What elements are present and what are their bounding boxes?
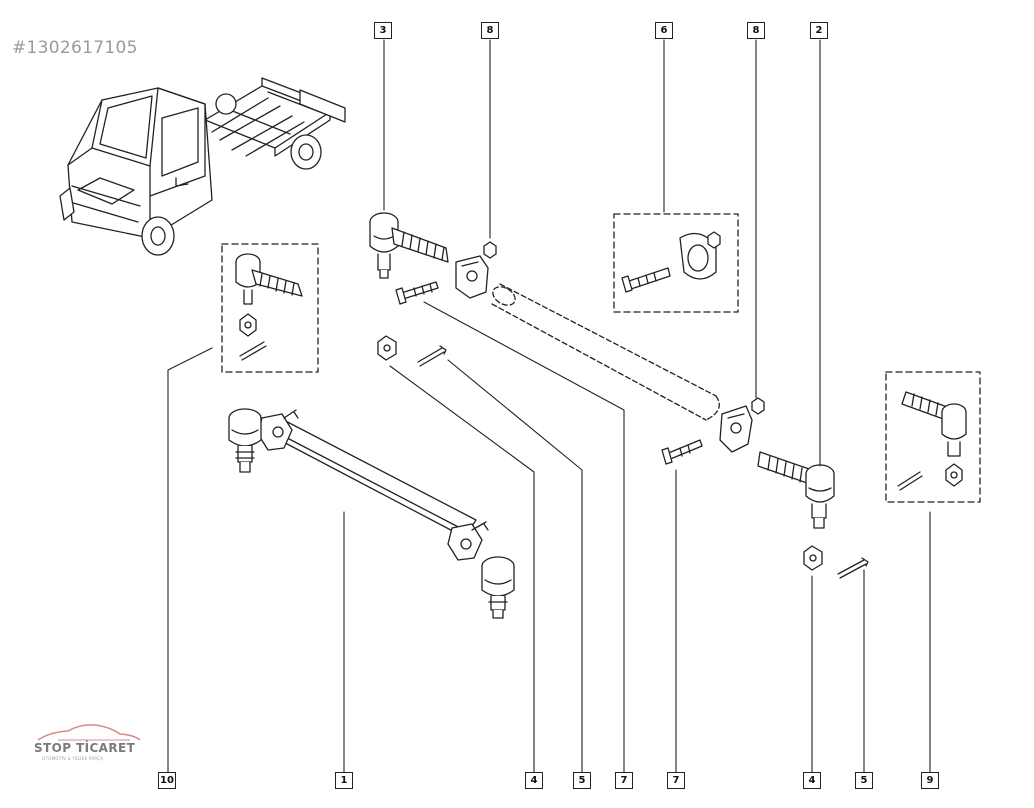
callout-10-bottom: 10 [158, 772, 176, 789]
kit-6-box [613, 213, 739, 313]
callout-8-top-left: 8 [481, 22, 499, 39]
reference-id: #1302617105 [12, 38, 138, 58]
callout-7-bottom-right: 7 [667, 772, 685, 789]
callout-1-bottom: 1 [335, 772, 353, 789]
exploded-tie-rod [369, 212, 869, 579]
kit-10-box [221, 243, 319, 373]
steering-rod-assembly [228, 408, 515, 619]
watermark-subtitle: OTOMOTİV & YEDEK PARÇA [42, 756, 104, 761]
callout-3-top: 3 [374, 22, 392, 39]
watermark-logo: STOP TİCARET OTOMOTİV & YEDEK PARÇA [28, 722, 148, 764]
car-silhouette-icon [37, 724, 141, 741]
leader-lines [167, 39, 931, 773]
truck-illustration [59, 77, 346, 256]
kit-9-box [885, 371, 981, 503]
callout-8-top-right: 8 [747, 22, 765, 39]
callout-5-bottom-left: 5 [573, 772, 591, 789]
callout-4-bottom-right: 4 [803, 772, 821, 789]
callout-7-bottom-left: 7 [615, 772, 633, 789]
callout-6-top: 6 [655, 22, 673, 39]
callout-2-top: 2 [810, 22, 828, 39]
callout-9-bottom: 9 [921, 772, 939, 789]
callout-4-bottom-left: 4 [525, 772, 543, 789]
watermark-title: STOP TİCARET [34, 741, 136, 755]
callout-5-bottom-right: 5 [855, 772, 873, 789]
